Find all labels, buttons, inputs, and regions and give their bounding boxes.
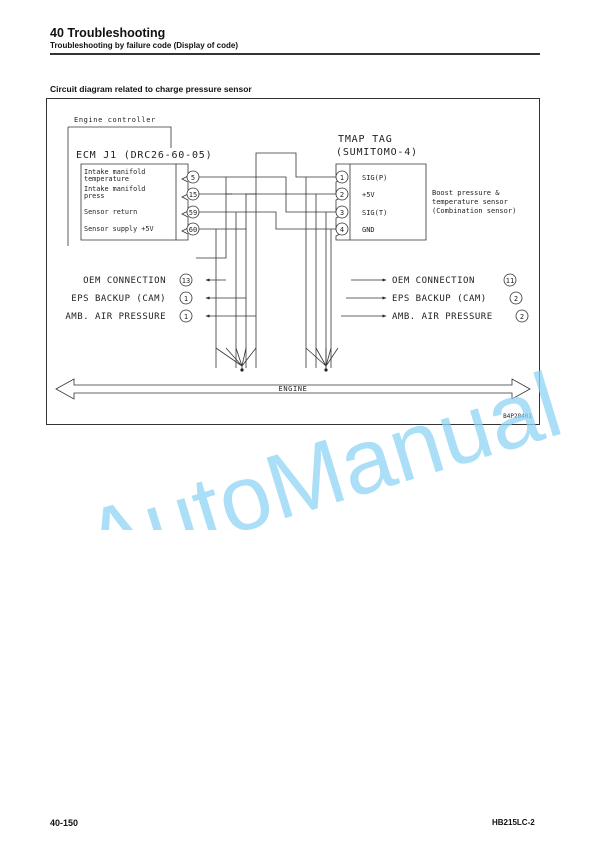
section-title: Circuit diagram related to charge pressu… [50,84,252,94]
ecm-pin-number: 60 [189,226,197,234]
ecm-pin-label-2a: Intake manifold [84,185,145,193]
model-code: HB215LC-2 [492,818,535,827]
tmap-label: TMAP TAG [338,134,393,145]
circuit-diagram: Engine controller ECM J1 (DRC26-60-05) I… [46,98,540,425]
right-connection-label: AMB. AIR PRESSURE [392,312,493,322]
left-connection-pin: 1 [184,295,188,303]
header-rule [50,53,540,55]
ecm-pin-label-4: Sensor supply +5V [84,225,154,233]
left-connection-label: EPS BACKUP (CAM) [71,294,166,304]
tmap-pin-label: +5V [362,191,375,199]
ecm-pin-number: 15 [189,191,197,199]
left-connection-pin-circle [179,273,193,287]
right-connection-label: EPS BACKUP (CAM) [392,294,487,304]
left-connection-pin-circle [179,309,193,323]
sensor-description-line1: Boost pressure & [432,189,500,197]
right-connection-pin: 11 [506,277,514,285]
ecm-pin-label-2b: press [84,192,104,200]
left-connection-label: OEM CONNECTION [83,276,166,286]
drawing-code: B4P28401 [503,413,532,420]
left-connection-pin-circle [179,291,193,305]
engine-controller-bracket [68,126,172,148]
engine-label: ENGINE [279,385,308,393]
right-connection-pin-circle [503,273,517,287]
page-number: 40-150 [50,818,79,828]
engine-controller-label: Engine controller [74,116,156,124]
tmap-pin-number: 1 [340,174,344,182]
tmap-pin-label: SIG(T) [362,209,387,217]
tmap-pin-number: 2 [340,191,344,199]
chapter-subtitle: Troubleshooting by failure code (Display… [50,41,239,50]
ecm-pin-number: 5 [191,174,195,182]
diagram-frame [46,98,540,425]
tmap-pin-label: GND [362,226,375,234]
ecm-pin-number: 59 [189,209,197,217]
chapter-title: 40 Troubleshooting [50,26,166,40]
engine-double-arrow [55,378,531,400]
sensor-description-line2: temperature sensor [432,198,508,206]
right-connection-pin-circle [515,309,529,323]
ecm-connector-label: ECM J1 (DRC26-60-05) [76,150,212,161]
right-connection-pin: 2 [520,313,524,321]
left-connection-pin: 1 [184,313,188,321]
right-connection-pin-circle [509,291,523,305]
sensor-description-line3: (Combination sensor) [432,207,516,215]
tmap-pin-number: 3 [340,209,344,217]
right-connection-pin: 2 [514,295,518,303]
ground-node-right [305,347,339,370]
left-connection-pin: 13 [182,277,190,285]
tmap-pin-number: 4 [340,226,344,234]
right-connection-label: OEM CONNECTION [392,276,475,286]
ecm-pin-label-3: Sensor return [84,208,137,216]
ecm-pin-label-1b: temperature [84,175,129,183]
tmap-pin-label: SIG(P) [362,174,387,182]
left-connection-label: AMB. AIR PRESSURE [65,312,166,322]
ecm-pin-label-1a: Intake manifold [84,168,145,176]
tmap-sublabel: (SUMITOMO-4) [336,147,418,158]
wiring [196,152,336,368]
